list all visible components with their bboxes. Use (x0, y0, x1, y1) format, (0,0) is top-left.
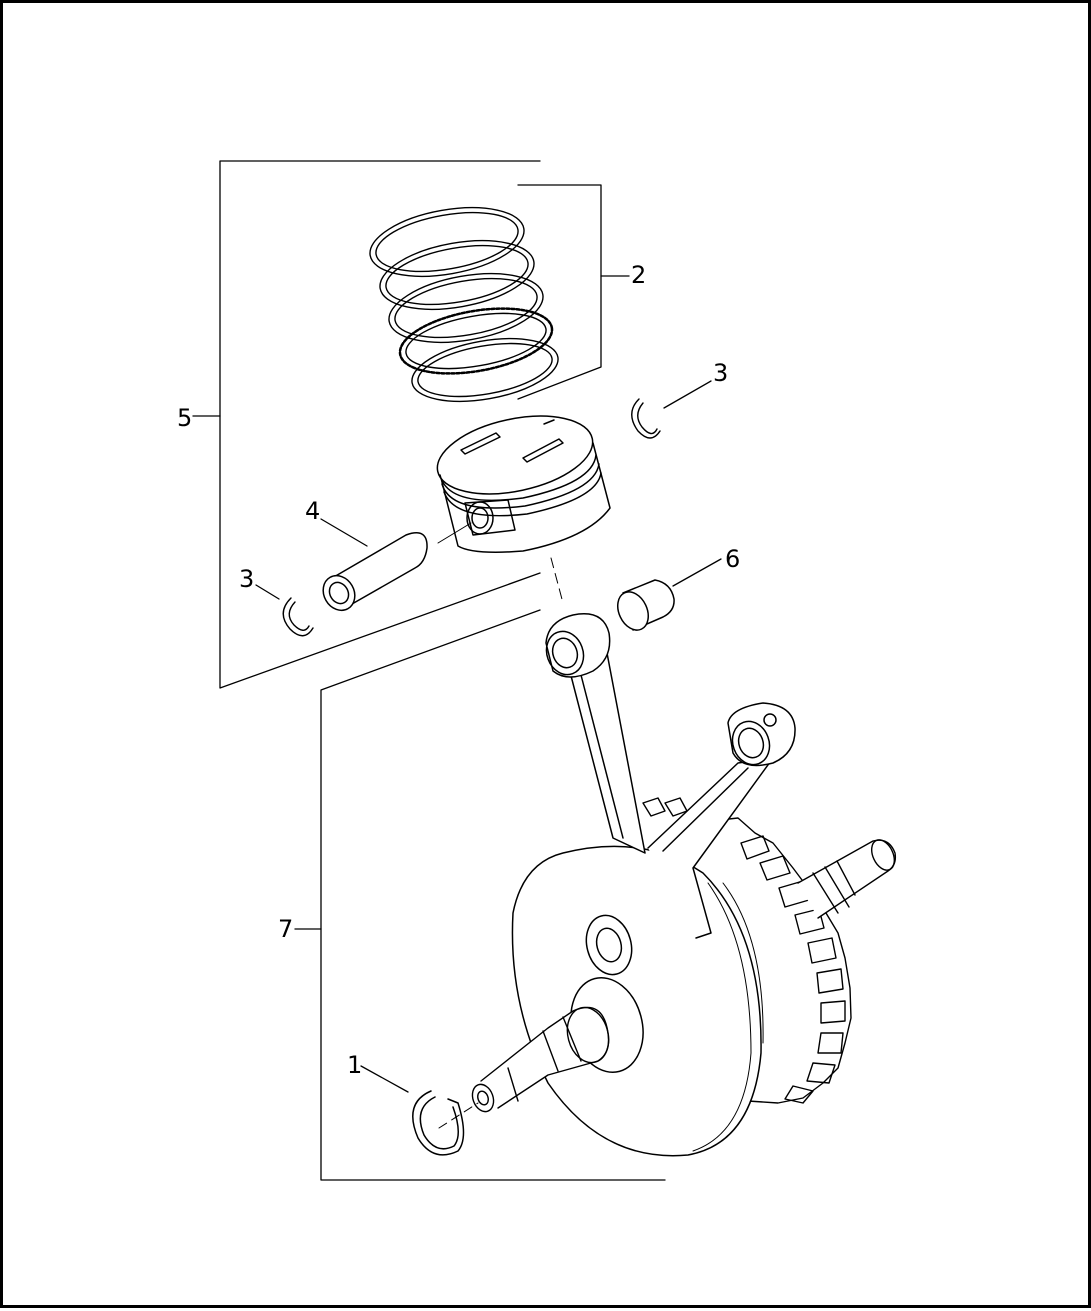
piston-rings (369, 206, 559, 403)
crank-pinion-shaft (471, 1006, 610, 1113)
piston-pin (322, 532, 428, 612)
leader-lines (255, 380, 722, 1093)
piston (436, 415, 611, 553)
callout-6: 6 (725, 545, 741, 573)
bracket-2 (517, 184, 630, 400)
connecting-rod-rear (647, 702, 796, 939)
drive-shaft-right (797, 839, 897, 919)
callout-2: 2 (631, 261, 647, 289)
callout-3-lower: 3 (239, 565, 255, 593)
lock-ring (412, 1090, 465, 1156)
assembly-line-lock-ring (438, 1102, 479, 1129)
callout-7: 7 (278, 915, 294, 943)
callout-3-upper: 3 (713, 359, 729, 387)
bracket-5 (192, 160, 541, 689)
callout-1: 1 (347, 1051, 363, 1079)
callout-5: 5 (177, 404, 193, 432)
bushing (617, 579, 675, 631)
connecting-rod-front (545, 613, 646, 854)
retaining-clip-lower (282, 597, 314, 637)
exploded-parts-drawing (192, 160, 897, 1181)
callout-4: 4 (305, 497, 321, 525)
retaining-clip-upper (631, 398, 661, 439)
bracket-7 (294, 609, 666, 1181)
assembly-line-rod (550, 557, 564, 604)
